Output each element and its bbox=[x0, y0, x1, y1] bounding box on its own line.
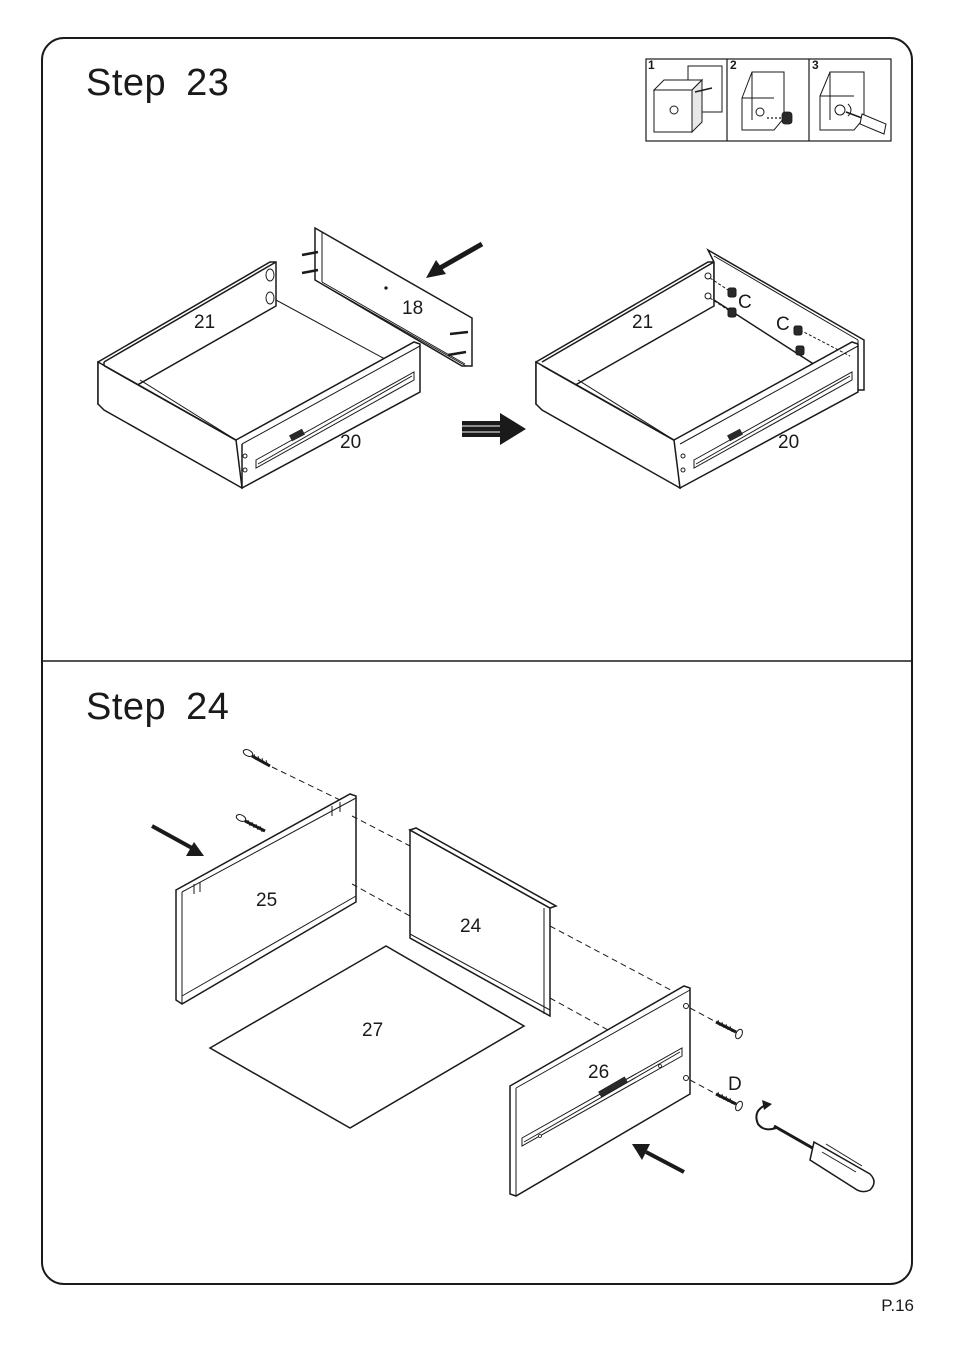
guide-line-1 bbox=[352, 816, 410, 846]
guide-line-3 bbox=[550, 926, 682, 996]
rotate-arrowhead-icon bbox=[762, 1100, 772, 1110]
step-word: Step bbox=[86, 62, 166, 104]
part-label-21-left: 21 bbox=[194, 312, 215, 334]
screwdriver-icon bbox=[774, 1126, 874, 1192]
guide-line-4 bbox=[550, 998, 608, 1030]
drawer-front-panel-18 bbox=[302, 228, 472, 366]
screw-top-left bbox=[242, 748, 340, 800]
panel-25-arrow bbox=[152, 826, 204, 856]
inset-panel-1-number: 1 bbox=[648, 58, 655, 72]
part-label-26: 26 bbox=[588, 1062, 609, 1084]
inset-panel-2-number: 2 bbox=[730, 58, 737, 72]
screw-mid-left bbox=[235, 813, 265, 832]
cam-lock-inset bbox=[646, 59, 891, 141]
step-number: 24 bbox=[186, 686, 229, 728]
step-24-title: Step 24 bbox=[86, 686, 229, 729]
part-label-20-right: 20 bbox=[778, 432, 799, 454]
step-word: Step bbox=[86, 686, 166, 728]
step-23-title: Step 23 bbox=[86, 62, 229, 105]
side-panel-26 bbox=[510, 986, 690, 1196]
part-label-25: 25 bbox=[256, 890, 277, 912]
part-label-18: 18 bbox=[402, 298, 423, 320]
hardware-label-c-top: C bbox=[738, 292, 752, 314]
part-label-24: 24 bbox=[460, 916, 481, 938]
cam-lock-place-icon bbox=[742, 72, 792, 130]
next-step-arrow bbox=[462, 413, 526, 445]
hardware-label-d: D bbox=[728, 1074, 742, 1096]
hardware-label-c-bottom: C bbox=[776, 314, 790, 336]
inset-panel-3-number: 3 bbox=[812, 58, 819, 72]
screw-right-top bbox=[690, 1008, 744, 1040]
part-label-20-left: 20 bbox=[340, 432, 361, 454]
part-label-27: 27 bbox=[362, 1020, 383, 1042]
insert-direction-arrow bbox=[426, 244, 482, 278]
guide-line-2 bbox=[352, 884, 410, 916]
step-number: 23 bbox=[186, 62, 229, 104]
part-label-21-right: 21 bbox=[632, 312, 653, 334]
page-number: P.16 bbox=[881, 1296, 914, 1316]
panel-26-arrow bbox=[632, 1144, 684, 1172]
drawer-box-right bbox=[536, 250, 864, 488]
